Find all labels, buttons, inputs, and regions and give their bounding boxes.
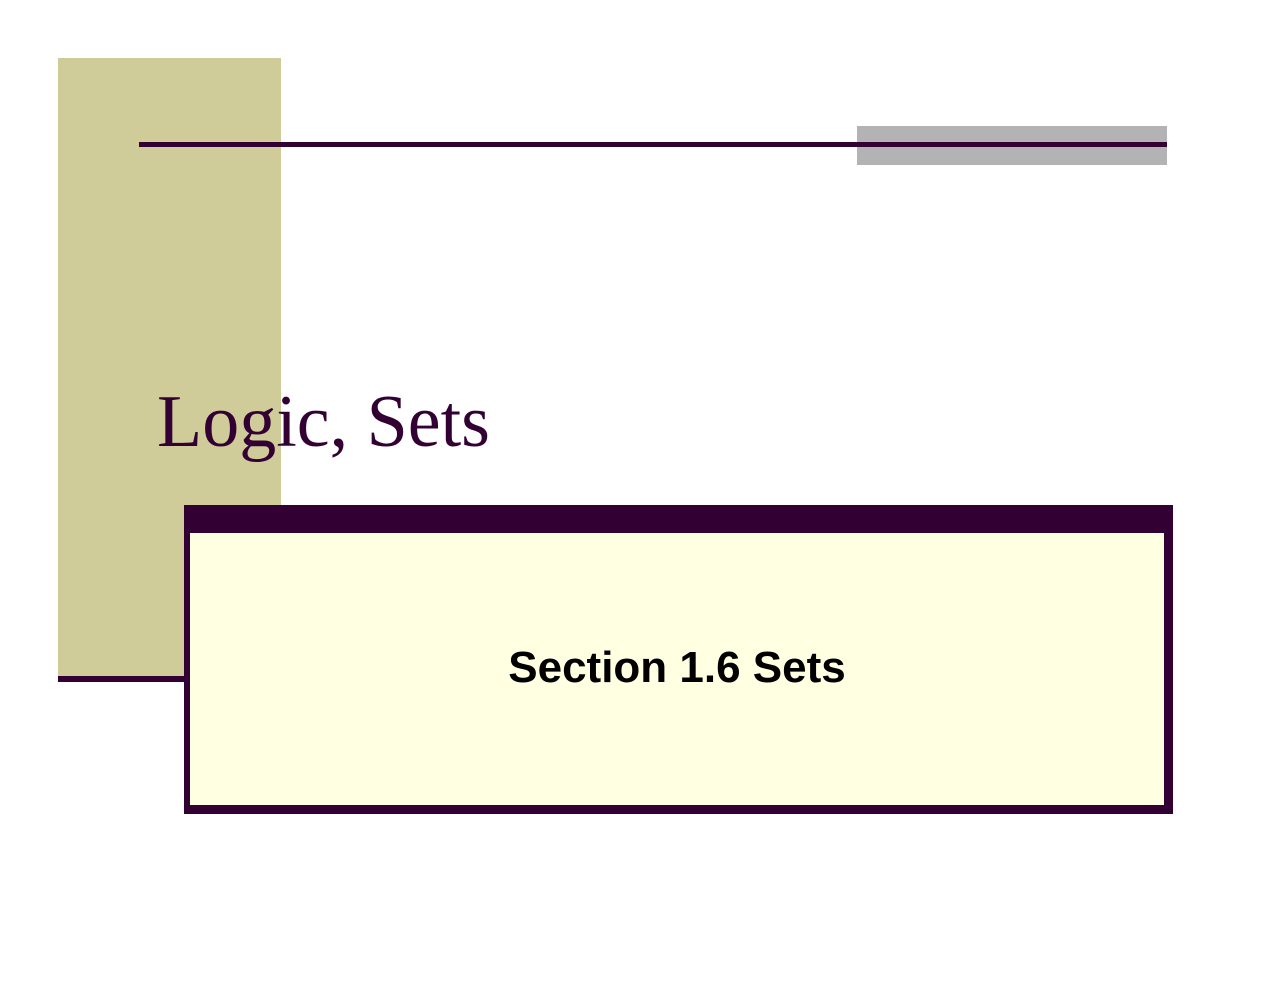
slide-title: Logic, Sets: [157, 381, 490, 463]
top-horizontal-rule: [139, 142, 1167, 147]
slide-subtitle: Section 1.6 Sets: [508, 643, 846, 692]
subtitle-box: Section 1.6 Sets: [184, 505, 1173, 814]
left-bar-underline: [58, 676, 188, 682]
